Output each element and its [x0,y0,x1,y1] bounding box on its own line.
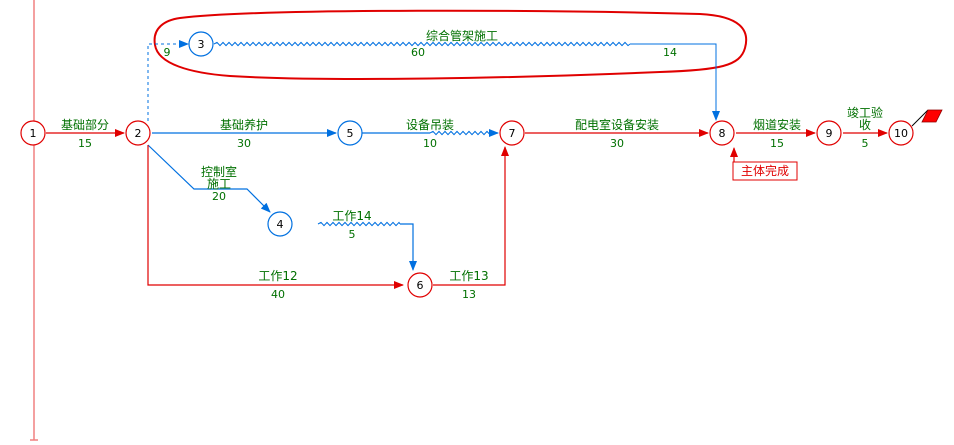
node-6-label: 6 [417,279,424,292]
arrow-3-8-wavy [213,41,631,47]
arrow-4-6-wavy [317,221,401,227]
activity-8-9-name: 烟道安装 [753,117,801,132]
activity-labels: 基础部分 15 基础养护 30 设备吊装 10 配电室设备安装 30 烟道安装 … [61,28,883,301]
activity-3-8-duration: 60 [411,46,425,59]
arrow-3-8 [630,43,720,121]
node-9-label: 9 [826,127,833,140]
node-7[interactable]: 7 [499,120,525,146]
arrow-2-6 [147,145,404,289]
node-8-label: 8 [719,127,726,140]
activity-2-3-free-float: 9 [164,46,171,59]
arrow-6-7 [433,146,509,286]
node-1-label: 1 [30,127,37,140]
node-8[interactable]: 8 [709,120,735,146]
flag-pole [911,109,929,127]
node-4-label: 4 [277,218,284,231]
activity-2-4-duration: 20 [212,190,226,203]
activity-8-9-duration: 15 [770,137,784,150]
activity-2-4-name-line1: 控制室 [201,164,237,179]
node-5[interactable]: 5 [337,120,363,146]
activity-5-7-name: 设备吊装 [406,118,454,132]
node-2-label: 2 [135,127,142,140]
flag-icon [921,109,943,123]
activity-2-6-duration: 40 [271,288,285,301]
arrow-2-4 [147,144,271,213]
activity-1-2-duration: 15 [78,137,92,150]
node-1[interactable]: 1 [20,120,46,146]
activity-6-7-duration: 13 [462,288,476,301]
activity-2-5-name: 基础养护 [220,117,268,132]
node-3-label: 3 [198,38,205,51]
activity-9-10-name-line1: 竣工验 [847,105,883,120]
node-10-label: 10 [894,127,908,140]
node-4[interactable]: 4 [267,211,293,237]
activity-2-6-name: 工作12 [258,269,297,283]
node-5-label: 5 [347,127,354,140]
arrow-5-7-wavy [429,130,495,136]
activity-1-2-name: 基础部分 [61,117,109,132]
activity-5-7-duration: 10 [423,137,437,150]
milestone-label: 主体完成 [741,163,789,178]
node-6[interactable]: 6 [407,272,433,298]
activity-6-7-name: 工作13 [449,269,488,283]
activity-3-8-name: 综合管架施工 [426,28,498,43]
activity-7-8-duration: 30 [610,137,624,150]
node-7-label: 7 [509,127,516,140]
node-9[interactable]: 9 [816,120,842,146]
activity-3-8-free-float: 14 [663,46,677,59]
activity-4-6-duration: 5 [349,228,356,241]
node-3[interactable]: 3 [188,31,214,57]
activity-4-6-name: 工作14 [332,209,371,223]
activity-2-4-name-line2: 施工 [207,177,231,191]
highlight-ellipse [153,9,748,80]
node-10[interactable]: 10 [888,120,914,146]
activity-7-8-name: 配电室设备安装 [575,117,659,132]
activity-9-10-name-line2: 收 [859,118,871,132]
milestone-box [732,161,798,181]
node-2[interactable]: 2 [125,120,151,146]
activity-9-10-duration: 5 [862,137,869,150]
arrow-4-6 [400,223,417,271]
arrow-2-3-dummy [147,40,189,121]
activity-2-5-duration: 30 [237,137,251,150]
